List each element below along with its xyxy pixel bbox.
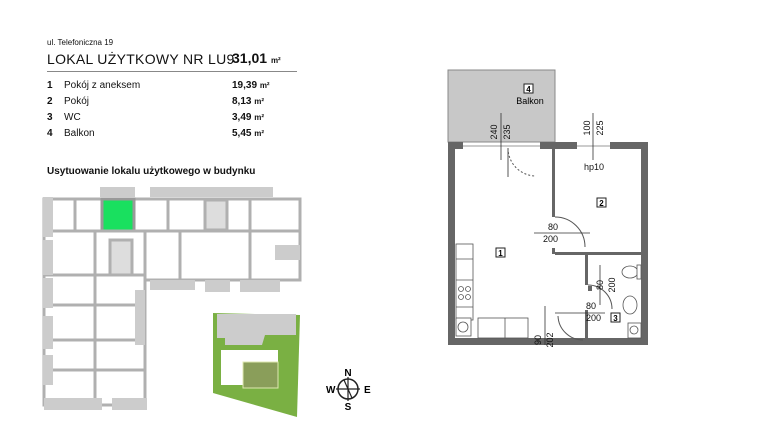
room-3-tag: 3	[613, 314, 618, 323]
svg-text:240: 240	[489, 124, 499, 139]
hp-label: hp10	[584, 162, 604, 172]
svg-text:200: 200	[586, 313, 601, 323]
room-area: 19,39 m²	[232, 80, 270, 91]
svg-text:90: 90	[533, 335, 543, 345]
address: ul. Telefoniczna 19	[47, 38, 114, 47]
room-number: 1	[47, 80, 53, 91]
svg-text:200: 200	[607, 277, 617, 292]
svg-text:200: 200	[543, 234, 558, 244]
compass-s: S	[345, 402, 352, 413]
room-area: 3,49 m²	[232, 112, 265, 123]
room-area: 5,45 m²	[232, 128, 265, 139]
svg-text:100: 100	[582, 120, 592, 135]
compass-w: W	[326, 385, 336, 396]
unit-highlight	[100, 197, 136, 233]
svg-text:80: 80	[548, 222, 558, 232]
building-plan	[42, 187, 302, 410]
balcony	[447, 69, 556, 143]
room-area: 8,13 m²	[232, 96, 265, 107]
room-name: Balkon	[64, 128, 95, 139]
room-number: 3	[47, 112, 53, 123]
kitchen-fixtures	[455, 243, 642, 339]
svg-text:80: 80	[595, 280, 605, 290]
svg-text:4: 4	[526, 85, 531, 94]
compass-e: E	[364, 385, 371, 396]
svg-text:235: 235	[502, 124, 512, 139]
svg-text:225: 225	[595, 120, 605, 135]
room-2-tag: 2	[599, 199, 604, 208]
site-plan	[213, 313, 300, 417]
balcony-label: Balkon	[516, 96, 544, 106]
svg-text:80: 80	[586, 301, 596, 311]
divider	[47, 71, 297, 72]
room-name: WC	[64, 112, 81, 123]
room-name: Pokój z aneksem	[64, 80, 141, 91]
room-1-tag: 1	[498, 249, 503, 258]
room-number: 4	[47, 128, 53, 139]
compass-icon: N S E W	[326, 368, 371, 413]
floor-plan: 4 Balkon 240 235 100 225 hp10 80 200 80 …	[447, 69, 648, 348]
compass-n: N	[344, 368, 351, 379]
location-heading: Usytuowanie lokalu użytkowego w budynku	[47, 166, 256, 177]
room-name: Pokój	[64, 96, 90, 107]
room-number: 2	[47, 96, 53, 107]
total-area: 31,01 m²	[232, 50, 281, 66]
unit-title: LOKAL UŻYTKOWY NR LU9	[47, 51, 235, 67]
svg-text:202: 202	[545, 332, 555, 347]
